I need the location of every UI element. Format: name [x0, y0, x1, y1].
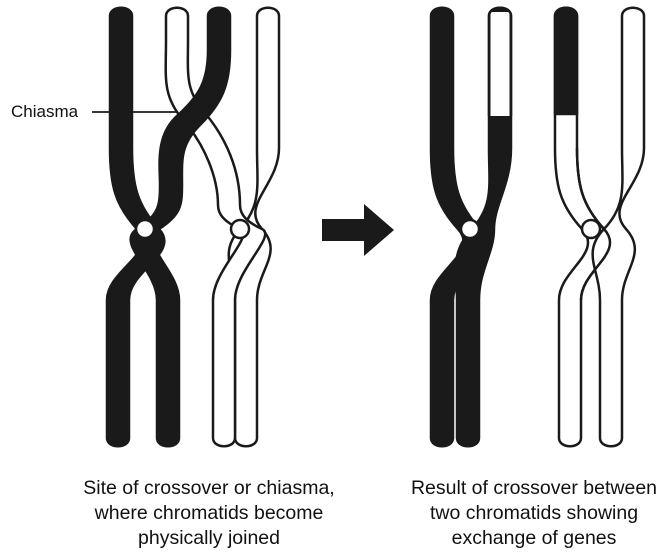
caption-line: exchange of genes [364, 526, 668, 551]
right-arrow-icon [322, 204, 394, 256]
exchanged-light-segment [491, 12, 510, 116]
right-homologous-pair [431, 8, 644, 447]
centromere-light [231, 220, 249, 238]
chiasma-label: Chiasma [11, 102, 78, 122]
caption-line: physically joined [39, 526, 379, 551]
centromere-dark [136, 220, 154, 238]
caption-line: Result of crossover between [364, 476, 668, 501]
caption-line: Site of crossover or chiasma, [39, 476, 379, 501]
caption-crossover-site: Site of crossover or chiasma, where chro… [39, 476, 379, 551]
left-homologous-pair [92, 8, 279, 447]
caption-line: two chromatids showing [364, 501, 668, 526]
result-centromere-light [582, 220, 600, 238]
result-centromere-dark [461, 220, 479, 238]
exchanged-dark-segment [555, 8, 577, 114]
caption-crossover-result: Result of crossover between two chromati… [364, 476, 668, 551]
caption-line: where chromatids become [39, 501, 379, 526]
